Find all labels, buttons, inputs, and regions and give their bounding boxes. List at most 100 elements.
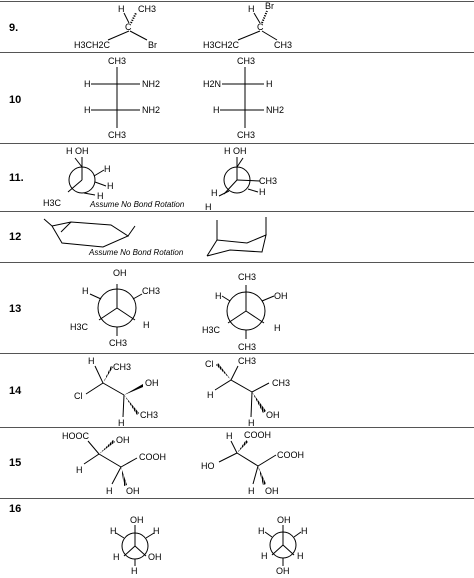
atom-label: H xyxy=(118,418,125,428)
atom-label: OH xyxy=(274,291,288,301)
newman-16-left: OH H H H OH H xyxy=(110,515,162,576)
chair-12-left xyxy=(43,218,136,248)
newman-13-right: CH3 H OH H3C H CH3 xyxy=(202,272,288,352)
atom-label: H xyxy=(106,486,113,496)
atom-label: CH3 xyxy=(108,130,126,140)
row-divider xyxy=(0,52,474,53)
atom-label: H xyxy=(113,552,120,562)
atom-label: H xyxy=(153,526,160,536)
atom-label: NH2 xyxy=(142,105,160,115)
atom-label: H xyxy=(259,187,266,197)
atom-label: H xyxy=(301,526,308,536)
atom-label: CH3 xyxy=(272,378,290,388)
atom-label: H xyxy=(143,320,150,330)
atom-label: NH2 xyxy=(266,105,284,115)
newman-16-right: OH H H H H OH xyxy=(258,515,308,576)
atom-label: H xyxy=(213,105,220,115)
newman-11-right: H OH CH3 H H H xyxy=(205,146,277,212)
atom-label: OH xyxy=(266,410,280,420)
atom-label: CH3 xyxy=(259,176,277,186)
atom-label: H xyxy=(97,191,104,201)
atom-label: Br xyxy=(265,1,274,11)
row-divider xyxy=(0,1,474,2)
atom-label: H xyxy=(110,526,117,536)
atom-label: CH3 xyxy=(238,356,256,366)
problem-number: 9. xyxy=(9,22,19,34)
atom-label: OH xyxy=(113,268,127,278)
molecule-9-left: H CH3 C H3CH2C Br xyxy=(74,4,157,50)
newman-11-left: H OH H H H H3C xyxy=(43,146,114,208)
atom-label: CH3 xyxy=(113,362,131,372)
problem-number: 12 xyxy=(9,231,22,243)
atom-label: OH xyxy=(265,486,279,496)
row-divider xyxy=(0,211,474,212)
atom-label: H xyxy=(248,486,255,496)
atom-label: H xyxy=(248,4,255,14)
atom-label: H2N xyxy=(203,79,221,89)
atom-label: H xyxy=(104,164,111,174)
atom-label: H xyxy=(131,566,138,576)
atom-label: H xyxy=(274,323,281,333)
atom-label: H xyxy=(266,79,273,89)
atom-label: HO xyxy=(201,461,215,471)
chair-12-right xyxy=(206,217,267,257)
problem-number: 11. xyxy=(9,172,24,184)
atom-label: H xyxy=(261,551,268,561)
atom-label: H xyxy=(84,105,91,115)
atom-label: H OH xyxy=(224,146,247,156)
atom-label: CH3 xyxy=(274,40,292,50)
atom-label: CH3 xyxy=(108,56,126,66)
atom-label: H xyxy=(118,4,125,14)
atom-label: CH3 xyxy=(237,56,255,66)
row-divider xyxy=(0,498,474,499)
atom-label: H xyxy=(107,181,114,191)
atom-label: CH3 xyxy=(237,130,255,140)
atom-label: OH xyxy=(126,486,140,496)
atom-label: H3C xyxy=(202,325,221,335)
atom-label: OH xyxy=(148,552,162,562)
row-divider xyxy=(0,353,474,354)
atom-label: H OH xyxy=(66,146,89,156)
atom-label: CH3 xyxy=(238,272,256,282)
row-divider xyxy=(0,262,474,263)
atom-label: COOH xyxy=(244,430,271,440)
atom-label: CH3 xyxy=(109,338,127,348)
atom-label: H xyxy=(76,465,83,475)
molecule-14-left: H CH3 Cl OH CH3 H xyxy=(74,356,159,428)
problem-number: 16 xyxy=(9,503,22,515)
problem-number: 15 xyxy=(9,457,22,469)
molecule-15-right: H COOH COOH HO H OH xyxy=(201,430,304,496)
atom-label: H xyxy=(207,390,214,400)
molecule-10-right: CH3 H2N H H NH2 CH3 xyxy=(203,56,284,140)
atom-label: C xyxy=(257,22,264,32)
problem-number: 10 xyxy=(9,94,22,106)
atom-label: HOOC xyxy=(62,431,90,441)
atom-label: H3CH2C xyxy=(203,40,240,50)
atom-label: CH3 xyxy=(142,286,160,296)
atom-label: COOH xyxy=(277,450,304,460)
atom-label: Cl xyxy=(74,391,83,401)
atom-label: CH3 xyxy=(138,4,156,14)
atom-label: OH xyxy=(145,378,159,388)
atom-label: H3C xyxy=(43,198,62,208)
atom-label: Br xyxy=(148,40,157,50)
atom-label: H xyxy=(248,418,255,428)
atom-label: C xyxy=(125,22,132,32)
assume-no-rotation-note: Assume No Bond Rotation xyxy=(88,248,184,257)
newman-13-left: OH H CH3 H3C H CH3 xyxy=(70,268,160,348)
assume-no-rotation-note: Assume No Bond Rotation xyxy=(89,200,185,209)
molecule-10-left: CH3 H NH2 H NH2 CH3 xyxy=(84,56,160,140)
atom-label: H xyxy=(258,526,265,536)
atom-label: OH xyxy=(116,435,130,445)
row-divider xyxy=(0,143,474,144)
problem-number: 13 xyxy=(9,303,22,315)
atom-label: OH xyxy=(130,515,144,525)
atom-label: H xyxy=(205,202,212,212)
atom-label: Cl xyxy=(205,359,214,369)
atom-label: OH xyxy=(276,566,290,576)
molecule-15-left: HOOC OH COOH H H OH xyxy=(62,431,166,496)
atom-label: H xyxy=(226,431,233,441)
atom-label: H3C xyxy=(70,322,89,332)
